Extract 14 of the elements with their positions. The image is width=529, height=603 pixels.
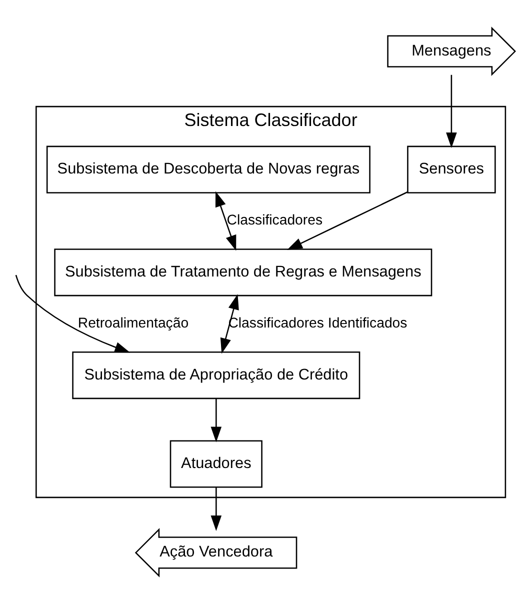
node-box: Subsistema de Tratamento de Regras e Mensagens	[54, 248, 432, 296]
arrow	[210, 398, 222, 442]
arrow	[286, 191, 408, 250]
edge-label: Retroalimentação	[78, 314, 189, 330]
node-box: Sensores	[407, 145, 496, 193]
edge-label: Classificadores	[226, 211, 323, 228]
node-box: Subsistema de Apropriação de Crédito	[72, 351, 360, 399]
arrow	[215, 190, 236, 250]
arrow	[15, 274, 130, 352]
arrow	[210, 486, 222, 530]
node-box: Atuadores	[170, 440, 262, 488]
arrow	[446, 74, 457, 148]
node-box: Subsistema de Descoberta de Novas regras	[46, 145, 370, 193]
arrow	[220, 294, 239, 354]
